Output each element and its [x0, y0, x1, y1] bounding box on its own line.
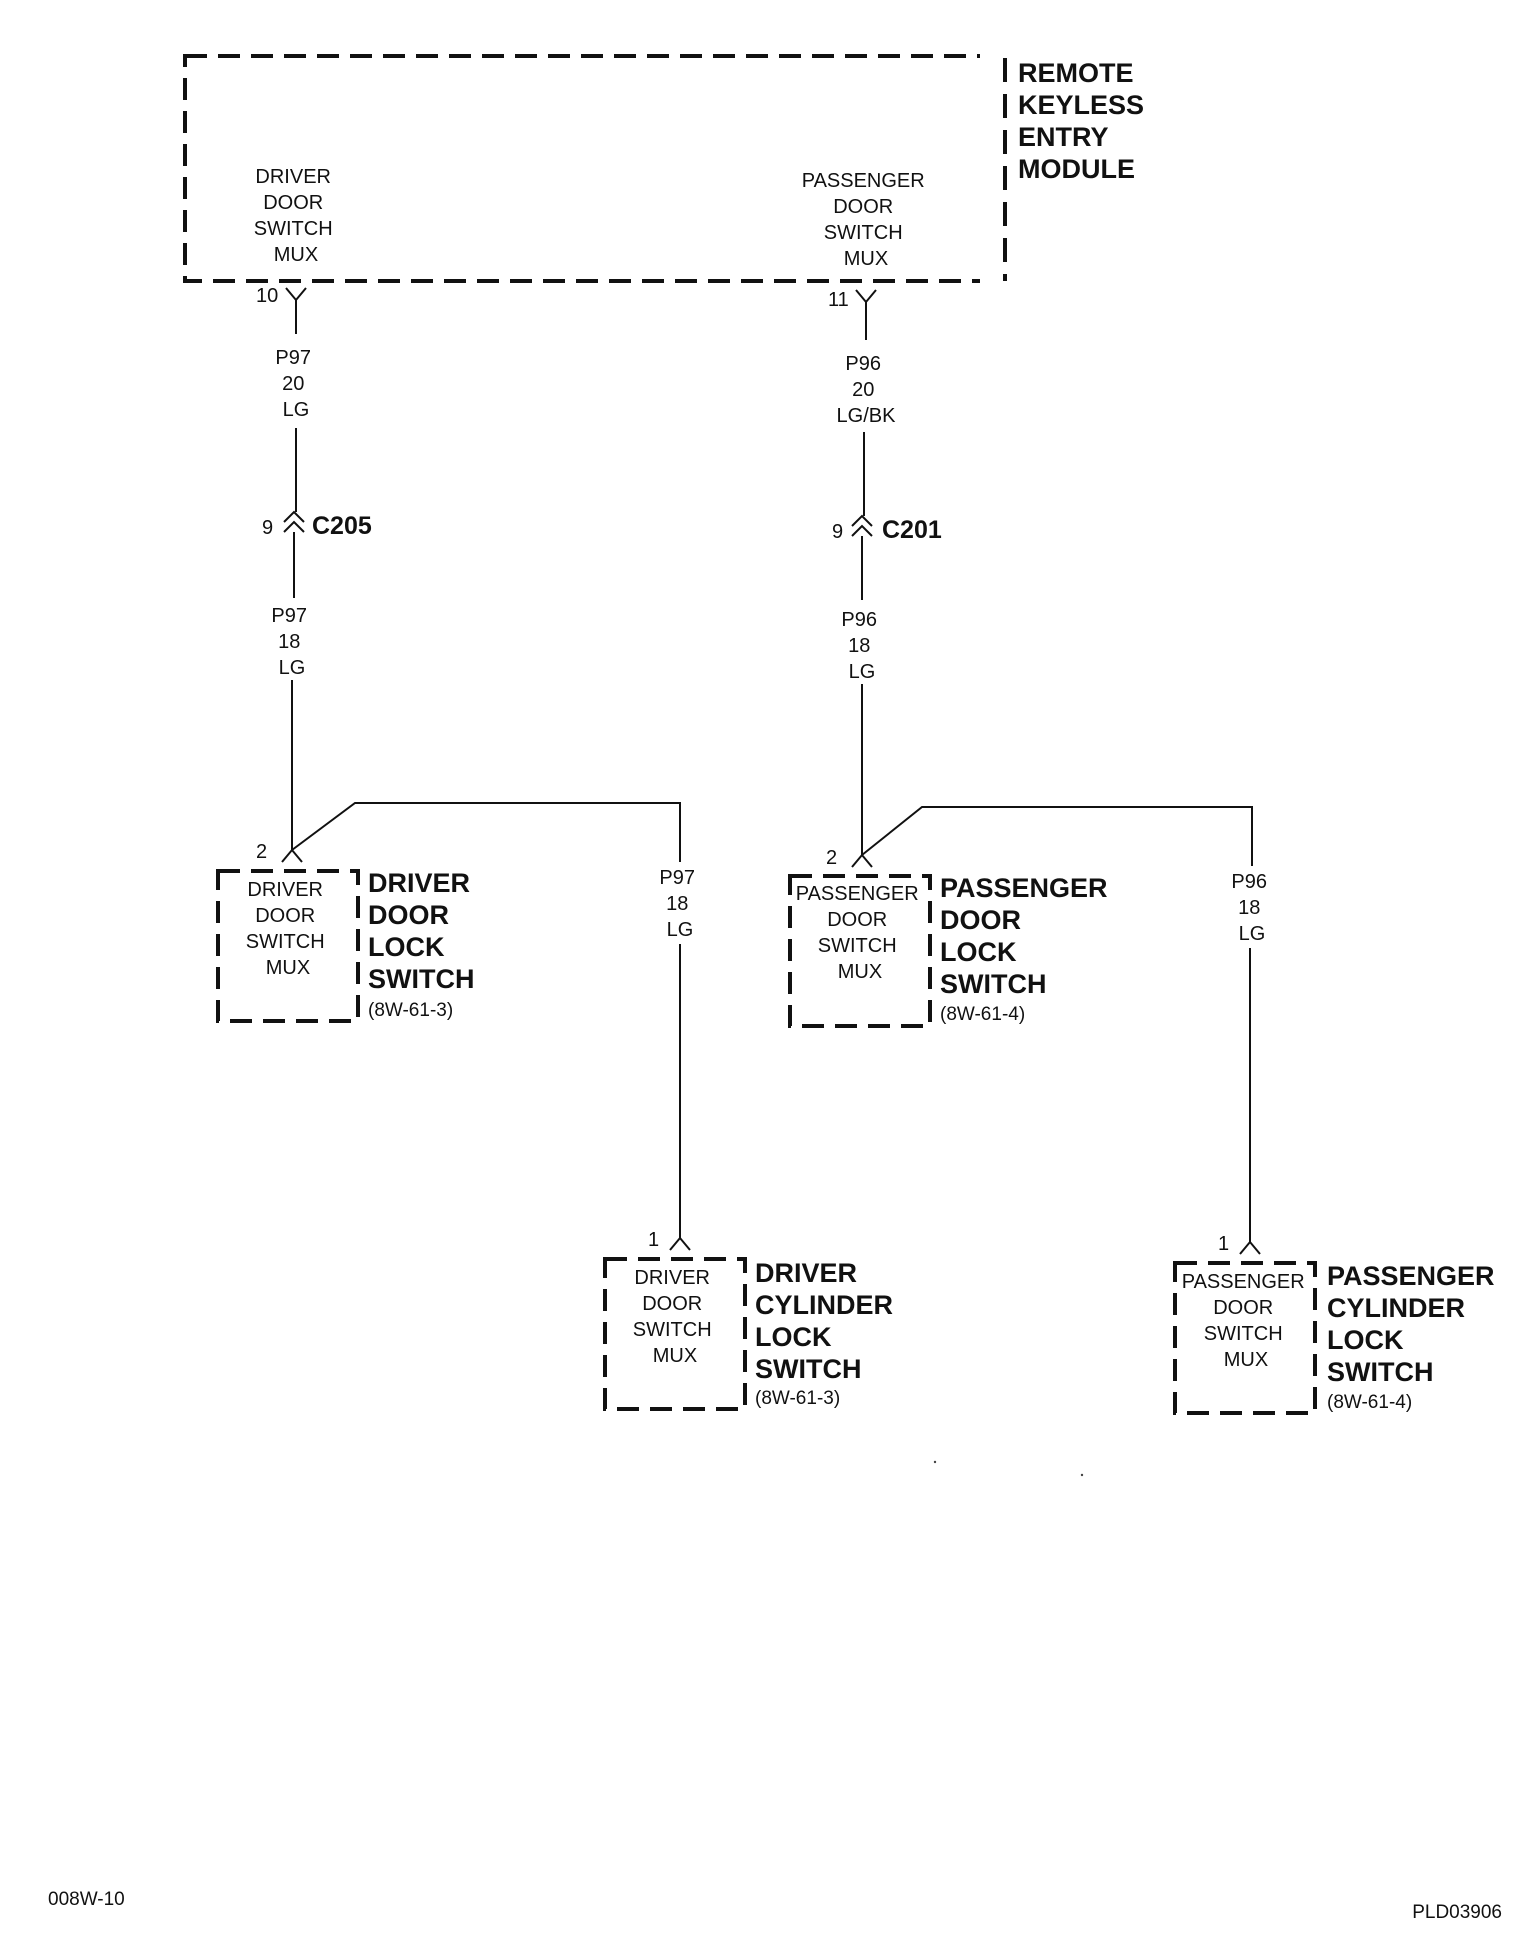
c201-connector-name: C201	[882, 516, 942, 544]
module-pin-10-number: 10	[256, 285, 278, 307]
footer-left-code: 008W-10	[48, 1889, 125, 1910]
module-pin-10-connector	[285, 287, 307, 302]
wire-p96-branch-label: P96 18 LG	[1231, 871, 1272, 945]
c205-pin-number: 9	[262, 517, 273, 539]
passenger-cylinder-lock-dashed-outline	[1173, 1261, 1317, 1415]
passenger-door-lock-dashed-outline	[788, 874, 932, 1028]
footer-right-code: PLD03906	[1412, 1902, 1502, 1923]
scan-speck	[1080, 1473, 1084, 1477]
remote-keyless-entry-module: REMOTE KEYLESS ENTRY MODULE DRIVER DOOR …	[183, 50, 1152, 290]
passenger-cylinder-lock-name: PASSENGER CYLINDER LOCK SWITCH	[1327, 1261, 1502, 1387]
wire-p97-branch	[291, 802, 681, 862]
c201-connector-symbol	[851, 514, 873, 537]
scan-speck	[933, 1460, 937, 1464]
driver-cylinder-lock-pin-number: 1	[648, 1229, 659, 1251]
wire-p97-upper-label: P97 20 LG	[275, 347, 316, 421]
module-driver-output-label: DRIVER DOOR SWITCH MUX	[254, 166, 338, 266]
passenger-door-lock-ref: (8W-61-4)	[940, 1004, 1025, 1025]
wire-p97-lower-label: P97 18 LG	[271, 605, 312, 679]
module-passenger-output-label: PASSENGER DOOR SWITCH MUX	[802, 170, 931, 270]
driver-door-lock-pin-number: 2	[256, 841, 267, 863]
wire-p96-lower-label: P96 18 LG	[841, 609, 882, 683]
passenger-cylinder-lock-switch: 1 PASSENGER DOOR SWITCH MUX PASSENGER CY…	[1173, 1233, 1502, 1415]
passenger-cylinder-lock-ref: (8W-61-4)	[1327, 1392, 1412, 1413]
wire-p97-branch-label: P97 18 LG	[659, 867, 700, 941]
driver-door-lock-inner-label: DRIVER DOOR SWITCH MUX	[246, 879, 330, 979]
passenger-cylinder-lock-pin-number: 1	[1218, 1233, 1229, 1255]
c205-connector-symbol	[283, 510, 305, 533]
driver-door-lock-switch: 2 DRIVER DOOR SWITCH MUX DRIVER DOOR LOC…	[216, 841, 478, 1023]
module-pin-11-number: 11	[828, 289, 849, 311]
wire-p96-upper-label: P96 20 LG/BK	[837, 353, 897, 427]
passenger-door-lock-pin-2-connector	[851, 853, 873, 868]
wire-p96-branch	[861, 806, 1253, 866]
passenger-door-lock-name: PASSENGER DOOR LOCK SWITCH	[940, 873, 1115, 999]
driver-cylinder-lock-pin-1-connector	[669, 1236, 691, 1251]
driver-cylinder-lock-name: DRIVER CYLINDER LOCK SWITCH	[755, 1258, 901, 1384]
driver-door-lock-dashed-outline	[216, 869, 360, 1023]
c205-connector-name: C205	[312, 512, 372, 540]
module-pin-11-connector	[855, 289, 877, 304]
driver-circuit: 10 P97 20 LG 9 C205 P97 18 LG P97 18 LG	[256, 285, 700, 1238]
passenger-door-lock-pin-number: 2	[826, 847, 837, 869]
driver-cylinder-lock-ref: (8W-61-3)	[755, 1388, 840, 1409]
passenger-door-lock-inner-label: PASSENGER DOOR SWITCH MUX	[796, 883, 925, 983]
passenger-cylinder-lock-inner-label: PASSENGER DOOR SWITCH MUX	[1182, 1271, 1311, 1371]
driver-door-lock-name: DRIVER DOOR LOCK SWITCH	[368, 868, 478, 994]
module-name: REMOTE KEYLESS ENTRY MODULE	[1018, 58, 1152, 184]
driver-cylinder-lock-inner-label: DRIVER DOOR SWITCH MUX	[633, 1267, 717, 1367]
driver-cylinder-lock-switch: 1 DRIVER DOOR SWITCH MUX DRIVER CYLINDER…	[603, 1229, 901, 1411]
driver-cylinder-lock-dashed-outline	[603, 1257, 747, 1411]
passenger-cylinder-lock-pin-1-connector	[1239, 1240, 1261, 1255]
passenger-door-lock-switch: 2 PASSENGER DOOR SWITCH MUX PASSENGER DO…	[788, 847, 1115, 1028]
c201-pin-number: 9	[832, 521, 843, 543]
passenger-circuit: 11 P96 20 LG/BK 9 C201 P96 18 LG P96 18 …	[828, 289, 1272, 1242]
driver-door-lock-pin-2-connector	[281, 848, 303, 863]
driver-door-lock-ref: (8W-61-3)	[368, 1000, 453, 1021]
